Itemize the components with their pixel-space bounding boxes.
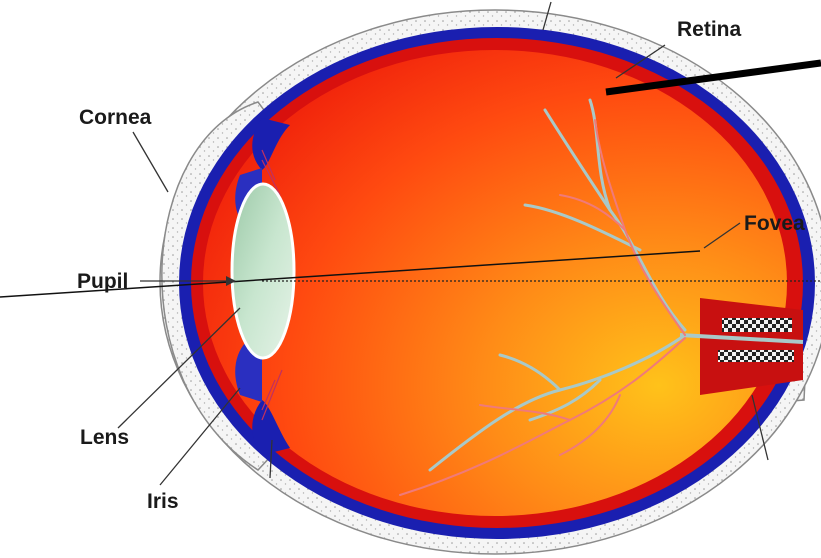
optic-nerve [700, 298, 803, 395]
lens [232, 184, 294, 358]
label-retina: Retina [677, 18, 742, 41]
label-iris: Iris [147, 490, 179, 513]
label-fovea: Fovea [744, 212, 805, 235]
label-lens: Lens [80, 426, 129, 449]
label-cornea: Cornea [79, 106, 152, 129]
optic-nerve-fibers-bottom [718, 350, 794, 362]
cornea-pointer [133, 132, 168, 192]
label-pupil: Pupil [77, 270, 128, 293]
optic-nerve-fibers-top [722, 318, 792, 332]
